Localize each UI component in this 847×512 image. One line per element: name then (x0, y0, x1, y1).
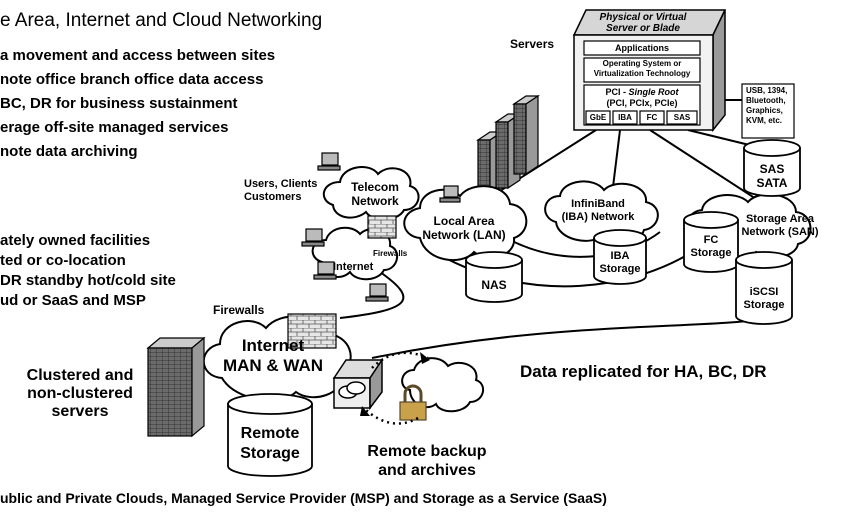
nas-label: NAS (481, 278, 507, 292)
replicated-label: Data replicated for HA, BC, DR (520, 362, 767, 381)
footer-caption: ublic and Private Clouds, Managed Servic… (0, 490, 607, 506)
bullet-item: DR standby hot/cold site (0, 272, 176, 289)
telecom-label: Telecom Network (351, 180, 399, 208)
pci-title-emphasis: Single Root (628, 87, 679, 97)
internet-wan-label: Internet MAN & WAN (222, 336, 324, 375)
peripherals-label: USB, 1394, Bluetooth, Graphics, KVM, etc… (746, 86, 788, 125)
rack-servers (476, 94, 540, 204)
pci-title: PCI - Single Root (584, 87, 700, 97)
bullet-list-top: a movement and access between sites note… (0, 44, 275, 164)
iba-storage-label: IBA Storage (599, 250, 641, 275)
bullet-item: erage off-site managed services (0, 119, 229, 136)
os-label: Operating System or Virtualization Techn… (593, 59, 691, 78)
telecom-cloud (322, 166, 420, 221)
port-fc: FC (646, 113, 658, 122)
port-sas: SAS (673, 113, 691, 122)
remote-storage-label: Remote Storage (240, 425, 300, 462)
bullet-item: ted or co-location (0, 252, 126, 269)
clustered-server-rack (146, 336, 206, 438)
bullet-list-bottom: ately owned facilities ted or co-locatio… (0, 231, 176, 311)
lan-label: Local Area Network (LAN) (422, 214, 506, 242)
firewall-wan (287, 313, 337, 349)
firewalls-label: Firewalls (213, 303, 265, 317)
servers-label: Servers (510, 37, 555, 51)
firewall-small (367, 215, 397, 239)
internet-small-label: Internet (333, 261, 374, 273)
firewalls-small-label: Firewalls (373, 249, 408, 258)
users-label: Users, Clients Customers (244, 178, 318, 203)
pci-sub: (PCI, PCIx, PCIe) (606, 98, 678, 108)
page-title: e Area, Internet and Cloud Networking (0, 10, 323, 31)
pci-title-prefix: PCI - (605, 87, 629, 97)
server-box-header: Physical or Virtual Server or Blade (599, 12, 687, 34)
applications-label: Applications (614, 43, 669, 53)
bullet-item: note office branch office data access (0, 71, 264, 88)
infiniband-label: InfiniBand (IBA) Network (561, 198, 635, 223)
clustered-servers-label: Clustered and non-clustered servers (26, 367, 134, 420)
port-gbe: GbE (589, 113, 607, 122)
bullet-item: a movement and access between sites (0, 47, 276, 64)
lock-icon (399, 384, 427, 421)
storage-cylinders (227, 139, 801, 477)
san-label: Storage Area Network (SAN) (741, 213, 819, 238)
backup-appliance (332, 357, 384, 411)
bullet-item: ately owned facilities (0, 232, 151, 249)
fc-storage-label: FC Storage (690, 234, 732, 259)
iscsi-label: iSCSI Storage (743, 286, 785, 311)
server-box (572, 9, 795, 139)
bullet-item: ud or SaaS and MSP (0, 292, 146, 309)
workstations (301, 152, 461, 302)
port-iba: IBA (618, 113, 632, 122)
bullet-item: note data archiving (0, 143, 138, 160)
sas-sata-label: SAS SATA (756, 162, 788, 190)
remote-backup-label: Remote backup and archives (367, 443, 487, 479)
lan-cloud (403, 185, 528, 261)
bullet-item: BC, DR for business sustainment (0, 95, 238, 112)
